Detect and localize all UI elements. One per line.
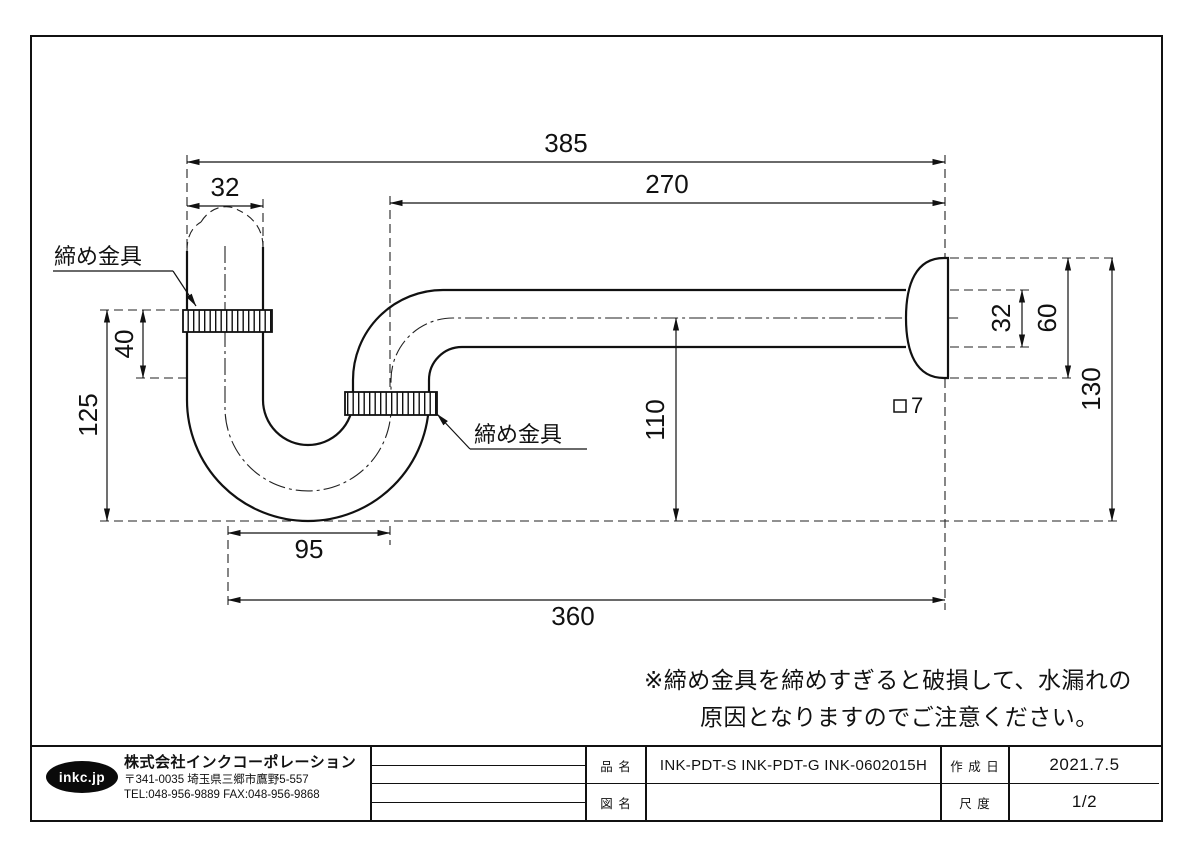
revision-row: [372, 747, 585, 766]
dim-text-flange-od: 60: [1032, 304, 1062, 333]
hidden-inlet-continuation: [186, 206, 264, 252]
dimension-32-outlet: 32: [986, 289, 1026, 348]
callout-clamp-lower: 締め金具: [436, 413, 587, 450]
name-label-column: 品 名 図 名: [585, 747, 645, 820]
dim-text-trap-pitch: 95: [295, 534, 324, 564]
dim-text-flange-thickness: 7: [911, 393, 923, 418]
dimension-7-square: 7: [893, 393, 923, 418]
dimension-60: 60: [1032, 257, 1072, 379]
clamp-upper-label: 締め金具: [54, 244, 142, 269]
trap-pipe-body: [185, 247, 906, 523]
leader-line: [436, 413, 471, 450]
company-logo: inkc.jp: [46, 761, 118, 793]
revision-table: [370, 747, 585, 820]
extension-lines: [100, 155, 1118, 610]
dimension-125: 125: [73, 309, 111, 522]
dim-text-right-height: 130: [1076, 367, 1106, 410]
title-block: inkc.jp 株式会社インクコーポレーション 〒341-0035 埼玉県三郷市…: [32, 745, 1161, 820]
clamp-nut-upper: [182, 309, 273, 333]
dimension-32-inlet: 32: [186, 172, 264, 210]
dim-text-outlet-od: 32: [986, 304, 1016, 333]
dimension-40: 40: [109, 309, 147, 379]
revision-row: [372, 803, 585, 821]
clamp-lower-label: 締め金具: [474, 422, 562, 447]
revision-row: [372, 784, 585, 803]
warning-note-line2: 原因となりますのでご注意ください。: [700, 704, 1099, 730]
leader-line: [172, 270, 197, 307]
date-value: 2021.7.5: [1010, 747, 1159, 784]
drawing-name-label: 図 名: [600, 796, 632, 811]
item-name-value: INK-PDT-S INK-PDT-G INK-0602015H: [647, 747, 940, 784]
logo-text: inkc.jp: [58, 769, 106, 785]
drawing-name-value: [647, 784, 940, 820]
clamp-nut-lower: [344, 391, 438, 416]
dim-text-overall-width: 385: [544, 128, 587, 158]
pipe-outline: [182, 206, 950, 523]
square-symbol: [893, 399, 907, 413]
date-scale-value-column: 2021.7.5 1/2: [1008, 747, 1159, 820]
date-scale-label-column: 作 成 日 尺 度: [940, 747, 1008, 820]
dim-text-trap-left-height: 125: [73, 393, 103, 436]
callout-clamp-upper: 締め金具: [53, 244, 197, 307]
dim-text-inlet-nut-drop: 40: [109, 330, 139, 359]
date-label: 作 成 日: [942, 747, 1008, 784]
dimension-385: 385: [186, 128, 946, 166]
dim-text-inlet-od: 32: [211, 172, 240, 202]
warning-note: ※締め金具を締めすぎると破損して、水漏れの 原因となりますのでご注意ください。: [644, 662, 1132, 736]
dimension-130: 130: [1076, 257, 1116, 522]
scale-label: 尺 度: [959, 796, 991, 811]
dim-text-outlet-drop: 110: [640, 399, 670, 440]
company-info: 株式会社インクコーポレーション 〒341-0035 埼玉県三郷市鷹野5-557 …: [124, 747, 370, 802]
pipe-centerline: [224, 246, 962, 492]
dimension-270: 270: [389, 169, 946, 207]
sheet-border: [30, 35, 1163, 822]
dimension-360: 360: [227, 596, 946, 631]
wall-flange: [904, 256, 950, 380]
company-name: 株式会社インクコーポレーション: [124, 754, 357, 771]
dimension-110: 110: [640, 317, 680, 522]
dimension-95: 95: [227, 529, 391, 564]
centerlines: [224, 246, 962, 492]
scale-value: 1/2: [1071, 792, 1098, 811]
item-name-label: 品 名: [587, 747, 645, 784]
dim-text-outlet-run: 270: [645, 169, 688, 199]
dim-text-bottom-run: 360: [551, 601, 594, 631]
name-value-column: INK-PDT-S INK-PDT-G INK-0602015H: [645, 747, 940, 820]
company-section: inkc.jp 株式会社インクコーポレーション 〒341-0035 埼玉県三郷市…: [32, 747, 370, 820]
revision-row: [372, 766, 585, 784]
company-tel: TEL:048-956-9889 FAX:048-956-9868: [124, 788, 320, 801]
company-address: 〒341-0035 埼玉県三郷市鷹野5-557: [124, 774, 309, 786]
warning-note-line1: ※締め金具を締めすぎると破損して、水漏れの: [644, 667, 1132, 693]
